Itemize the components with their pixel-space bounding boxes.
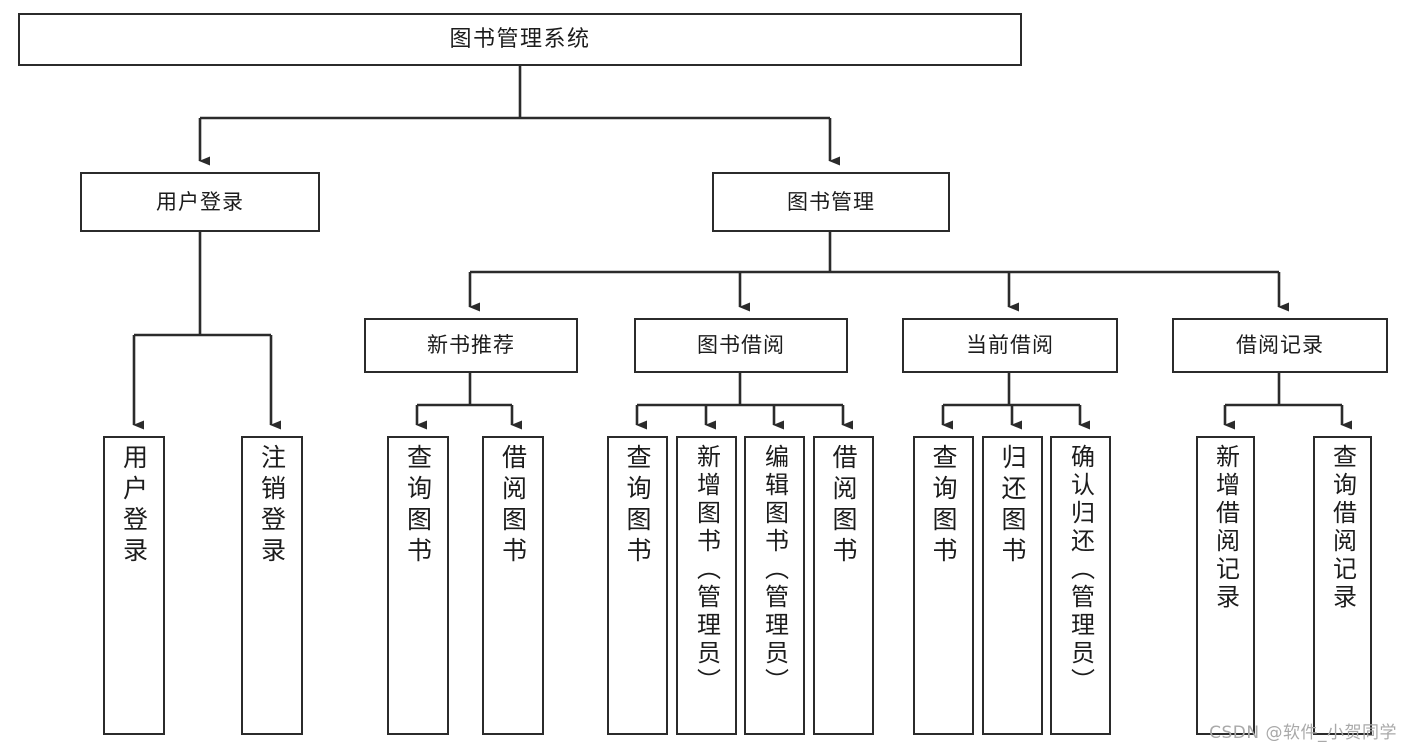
node-label: 新增借阅记录	[1211, 444, 1240, 612]
node-label: 查询借阅记录	[1328, 444, 1357, 612]
node-current-borrow[interactable]: 当前借阅	[902, 318, 1118, 373]
node-label: 归还图书	[998, 444, 1027, 568]
leaf-query-borrow-record[interactable]: 查询借阅记录	[1313, 436, 1372, 735]
node-label: 新增图书（管理员）	[692, 444, 721, 696]
leaf-query-book-borrow[interactable]: 查询图书	[607, 436, 668, 735]
csdn-watermark: CSDN @软件_小贺同学	[1209, 723, 1397, 743]
leaf-add-borrow-record[interactable]: 新增借阅记录	[1196, 436, 1255, 735]
leaf-user-login[interactable]: 用户登录	[103, 436, 165, 735]
leaf-borrow-book[interactable]: 借阅图书	[813, 436, 874, 735]
node-label: 借阅记录	[1236, 333, 1324, 358]
node-label: 查询图书	[403, 444, 433, 568]
node-label: 当前借阅	[966, 333, 1054, 358]
node-label: 确认归还（管理员）	[1066, 444, 1095, 696]
leaf-return-book[interactable]: 归还图书	[982, 436, 1043, 735]
node-borrow-record[interactable]: 借阅记录	[1172, 318, 1388, 373]
node-label: 查询图书	[929, 444, 958, 568]
node-user-login[interactable]: 用户登录	[80, 172, 320, 232]
leaf-confirm-return-admin[interactable]: 确认归还（管理员）	[1050, 436, 1111, 735]
leaf-query-book-recommend[interactable]: 查询图书	[387, 436, 449, 735]
leaf-borrow-book-recommend[interactable]: 借阅图书	[482, 436, 544, 735]
node-new-book-recommend[interactable]: 新书推荐	[364, 318, 578, 373]
node-label: 新书推荐	[427, 333, 515, 358]
node-label: 图书管理系统	[449, 26, 591, 52]
node-label: 图书管理	[787, 189, 875, 214]
leaf-query-book-current[interactable]: 查询图书	[913, 436, 974, 735]
node-label: 编辑图书（管理员）	[760, 444, 789, 696]
leaf-add-book-admin[interactable]: 新增图书（管理员）	[676, 436, 737, 735]
node-label: 借阅图书	[498, 444, 528, 568]
node-root-book-management-system[interactable]: 图书管理系统	[18, 13, 1022, 66]
node-book-management[interactable]: 图书管理	[712, 172, 950, 232]
leaf-logout[interactable]: 注销登录	[241, 436, 303, 735]
leaf-edit-book-admin[interactable]: 编辑图书（管理员）	[744, 436, 805, 735]
node-book-borrow[interactable]: 图书借阅	[634, 318, 848, 373]
node-label: 借阅图书	[829, 444, 858, 568]
node-label: 查询图书	[623, 444, 652, 568]
node-label: 注销登录	[257, 444, 287, 568]
node-label: 用户登录	[156, 189, 244, 214]
node-label: 用户登录	[119, 444, 149, 568]
node-label: 图书借阅	[697, 333, 785, 358]
